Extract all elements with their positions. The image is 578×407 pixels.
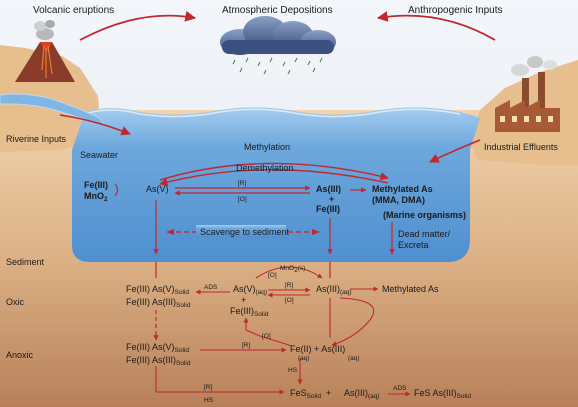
atmospheric-label: Atmospheric Depositions	[222, 5, 333, 16]
sea-water	[72, 107, 480, 262]
factory-icon	[495, 56, 560, 132]
scavenge-label: Scavenge to sediment	[200, 227, 290, 237]
demethylation-arrow	[159, 169, 389, 187]
methylation-label: Methylation	[244, 142, 290, 152]
anoxic-ads-label: ADS	[393, 385, 407, 392]
riverine-arrow	[59, 114, 131, 136]
anthropogenic-to-atmosphere-arrow	[376, 11, 496, 41]
mno2-label: MnO2	[84, 191, 108, 203]
marine-organisms-label: (Marine organisms)	[383, 210, 466, 220]
anoxic-r-label: [R]	[242, 342, 251, 349]
anoxic-fe3-asv: Fe(III) As(V)Solid	[126, 342, 189, 354]
fes-label: FeSSolid	[290, 388, 321, 400]
oxic-asv-aq: As(V)(aq)	[233, 284, 267, 296]
anoxic-hs-label: HS	[288, 367, 298, 374]
sea-surface	[84, 108, 461, 118]
oxidation-label: [O]	[238, 196, 247, 203]
volcano-icon	[15, 20, 75, 82]
volcanic-label: Volcanic eruptions	[33, 5, 114, 16]
oxic-o-label: [O]	[285, 297, 294, 304]
scavenge-arrowhead-left	[166, 229, 174, 235]
rain-cloud-icon	[220, 16, 336, 75]
anoxic-as3-b: As(III)(aq)	[344, 388, 380, 400]
industrial-label: Industrial Effluents	[484, 142, 558, 152]
oxic-loop-arrow	[331, 297, 375, 347]
anoxic-fe2-aq: (aq)	[298, 355, 310, 362]
anthropogenic-label: Anthropogenic Inputs	[408, 5, 503, 16]
dead-matter-label: Dead matter/	[398, 229, 451, 239]
oxic-mno2-arc	[255, 266, 323, 279]
oxic-methylated-label: Methylated As	[382, 284, 439, 294]
anoxic-o-label: [O]	[262, 333, 271, 340]
anoxic-r2-label: [R]	[204, 384, 213, 391]
methylation-arrow	[159, 162, 389, 181]
oxic-fe3-as3: Fe(III) As(III)Solid	[126, 297, 191, 309]
fe2-to-fe3-line	[245, 329, 293, 347]
anoxic-fe2-as3: Fe(II) + As(III)	[290, 344, 345, 354]
riverine-label: Riverine Inputs	[6, 134, 67, 144]
fe3-product-label: Fe(III)	[316, 204, 340, 214]
oxic-r-label: [R]	[285, 282, 294, 289]
volcanic-to-atmosphere-arrow	[79, 10, 197, 41]
anoxic-label: Anoxic	[6, 350, 34, 360]
oxic-ads-label: ADS	[204, 284, 218, 291]
excreta-label: Excreta	[398, 240, 429, 250]
fes-as3-label: FeS As(III)Solid	[414, 388, 471, 400]
methylated-as-label: Methylated As	[372, 184, 433, 194]
sediment-label: Sediment	[6, 257, 45, 267]
oxic-label: Oxic	[6, 297, 25, 307]
fes-plus: +	[326, 388, 331, 398]
oxic-mno2-label: MnO2(s)	[280, 265, 305, 274]
scavenge-arrowhead-right	[312, 229, 320, 235]
anoxic-hs2-label: HS	[204, 397, 214, 404]
oxic-plus: +	[241, 295, 246, 305]
scavenge-label-bg	[196, 225, 286, 238]
mma-dma-label: (MMA, DMA)	[372, 195, 425, 205]
fe3-label: Fe(III)	[84, 180, 108, 190]
asv-label: As(V)	[146, 184, 169, 194]
reduction-label: [R]	[238, 180, 247, 187]
anoxic-as3-aq: (aq)	[348, 355, 360, 362]
plus-sign: +	[329, 194, 334, 204]
oxic-o-top: [O]	[268, 272, 277, 279]
oxic-fe3-asv: Fe(III) As(V)Solid	[126, 284, 189, 296]
demethylation-label: Demethylation	[236, 163, 294, 173]
as3-label: As(III)	[316, 184, 341, 194]
oxic-fe3-solid: Fe(III)Solid	[230, 306, 269, 318]
oxic-as3-aq: As(III)(aq)	[316, 284, 352, 296]
anoxic-fe3-as3: Fe(III) As(III)Solid	[126, 355, 191, 367]
oxidant-bracket	[114, 183, 119, 197]
seawater-label: Seawater	[80, 150, 118, 160]
industrial-arrow	[429, 139, 481, 163]
anoxic-bottom-arrow	[155, 366, 285, 395]
